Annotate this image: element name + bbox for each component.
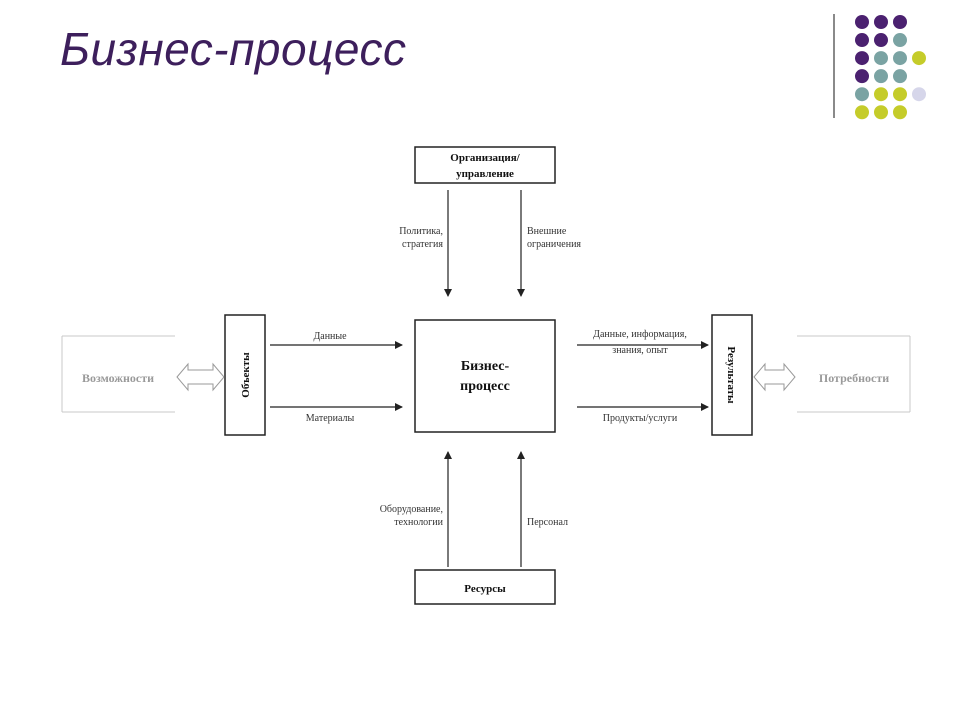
possibilities-objects-double-arrow: [176, 362, 225, 392]
decor-dot: [855, 87, 869, 102]
decor-dot: [855, 105, 869, 120]
resources-box: Ресурсы: [414, 569, 556, 605]
external-label-line2: ограничения: [527, 239, 581, 250]
output-data-label-line2: знания, опыт: [612, 345, 668, 356]
decor-dot: [855, 69, 869, 84]
decor-dot: [893, 87, 907, 102]
org-box-line1: Организация/: [450, 152, 520, 164]
decor-dot: [893, 33, 907, 48]
equipment-label-line2: технологии: [394, 517, 443, 528]
policy-label-line1: Политика,: [399, 226, 443, 237]
results-needs-double-arrow: [753, 362, 796, 392]
decor-dot: [874, 33, 888, 48]
objects-label: Объекты: [240, 352, 252, 398]
external-label-line1: Внешние: [527, 226, 567, 237]
business-process-box: Бизнес- процесс: [414, 319, 556, 433]
decor-dot: [874, 87, 888, 102]
process-box-line1: Бизнес-: [461, 359, 510, 374]
output-data-label-line1: Данные, информация,: [593, 329, 687, 340]
resources-label: Ресурсы: [464, 583, 506, 595]
decor-dot: [874, 15, 888, 29]
possibilities-box: Возможности: [61, 335, 175, 413]
decor-dot: [855, 33, 869, 48]
org-management-box: Организация/ управление: [414, 146, 556, 184]
objects-box: Объекты: [224, 314, 266, 436]
products-label: Продукты/услуги: [603, 413, 678, 424]
policy-label-line2: стратегия: [402, 239, 443, 250]
results-box: Результаты: [711, 314, 753, 436]
data-label: Данные: [313, 331, 347, 342]
decor-dot: [874, 69, 888, 84]
decor-dot: [893, 105, 907, 120]
decor-dot: [874, 51, 888, 66]
decor-dot: [912, 51, 926, 66]
divider-line: [833, 14, 835, 118]
process-box-line2: процесс: [460, 379, 510, 394]
needs-box: Потребности: [797, 335, 911, 413]
org-box-line2: управление: [456, 168, 514, 180]
decor-dot: [874, 105, 888, 120]
needs-label: Потребности: [819, 371, 889, 385]
decor-dot: [893, 15, 907, 29]
slide-title: Бизнес-процесс: [60, 23, 407, 75]
personnel-label: Персонал: [527, 517, 568, 528]
materials-label: Материалы: [306, 413, 355, 424]
decor-dot: [855, 15, 869, 29]
possibilities-label: Возможности: [82, 371, 154, 385]
decor-dot: [893, 69, 907, 84]
decor-dot: [912, 87, 926, 102]
decor-dot: [855, 51, 869, 66]
results-label: Результаты: [725, 346, 737, 404]
decor-dot: [893, 51, 907, 66]
equipment-label-line1: Оборудование,: [380, 504, 443, 515]
dot-grid-decoration: [855, 15, 926, 120]
